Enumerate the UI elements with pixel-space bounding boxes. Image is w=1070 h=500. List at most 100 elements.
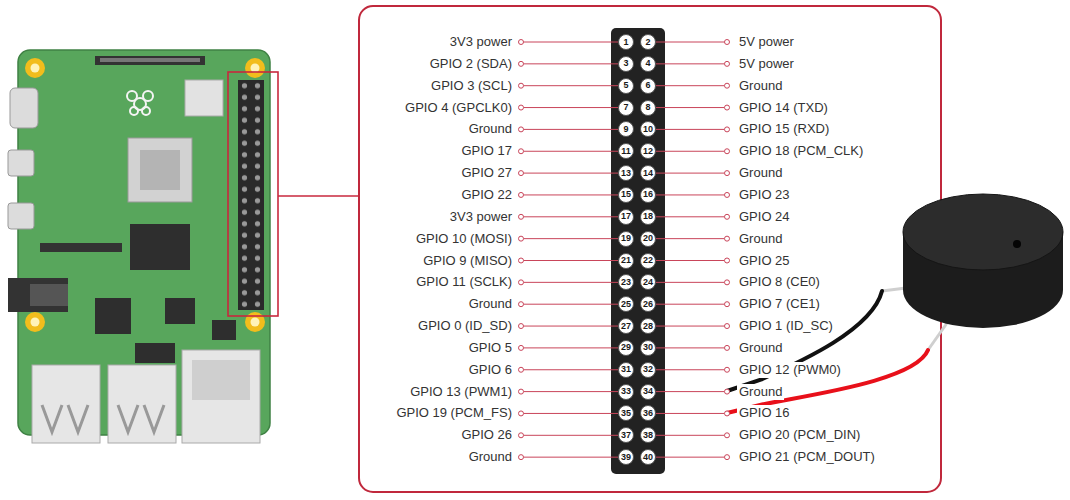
pin-name: GPIO 7 (CE1) — [737, 296, 822, 312]
leader-line — [656, 129, 725, 130]
leader-dot — [519, 389, 524, 394]
pin-number: 33 — [621, 387, 631, 396]
leader-dot — [519, 149, 524, 154]
hdmi-port — [8, 150, 34, 176]
leader-line — [656, 63, 725, 64]
leader-line — [524, 194, 619, 195]
pin-circle: 27 — [618, 318, 634, 334]
pin-name: 3V3 power — [448, 209, 514, 225]
pin-circle: 31 — [618, 362, 634, 378]
pin-name: GPIO 21 (PCM_DOUT) — [737, 449, 877, 465]
zoom-line — [278, 195, 359, 197]
pin-number: 13 — [621, 169, 631, 178]
leader-dot — [725, 345, 730, 350]
pin-circle: 14 — [640, 165, 656, 181]
leader-line — [524, 151, 619, 152]
leader-dot — [725, 258, 730, 263]
usb-c-port — [10, 88, 38, 128]
leader-line — [524, 85, 619, 86]
pin-circle: 6 — [640, 78, 656, 94]
pin-number: 18 — [643, 212, 653, 221]
leader-dot — [725, 324, 730, 329]
leader-dot — [519, 367, 524, 372]
pin-number: 2 — [645, 38, 650, 47]
mounting-hole — [251, 318, 260, 327]
chip — [165, 298, 195, 324]
pin-name: GPIO 18 (PCM_CLK) — [737, 143, 865, 159]
pin-number: 7 — [623, 103, 628, 112]
leader-line — [656, 391, 725, 392]
leader-line — [524, 413, 619, 414]
black-wire — [727, 291, 882, 391]
pin-number: 6 — [645, 81, 650, 90]
leader-line — [524, 282, 619, 283]
pin-number: 12 — [643, 147, 653, 156]
pin-number: 3 — [623, 59, 628, 68]
leader-line — [656, 85, 725, 86]
pin-name: Ground — [467, 296, 514, 312]
raspberry-logo — [143, 91, 153, 101]
pin-number: 21 — [621, 256, 631, 265]
pin-name: GPIO 22 — [459, 187, 514, 203]
leader-dot — [725, 61, 730, 66]
pin-name: GPIO 26 — [459, 427, 514, 443]
leader-line — [656, 238, 725, 239]
leader-line — [524, 347, 619, 348]
pin-number: 26 — [643, 300, 653, 309]
usb-port — [32, 365, 100, 443]
pin-circle: 33 — [618, 384, 634, 400]
leader-dot — [519, 433, 524, 438]
leader-dot — [725, 455, 730, 460]
pin-number: 10 — [643, 125, 653, 134]
pin-circle: 8 — [640, 100, 656, 116]
leader-dot — [519, 127, 524, 132]
leader-line — [656, 435, 725, 436]
pin-number: 8 — [645, 103, 650, 112]
buzzer-top — [903, 194, 1063, 270]
pin-number: 15 — [621, 190, 631, 199]
pin-name: GPIO 17 — [459, 143, 514, 159]
pin-name: GPIO 0 (ID_SD) — [416, 318, 514, 334]
poe-header — [212, 320, 236, 340]
leader-line — [524, 238, 619, 239]
ethernet-port — [192, 360, 250, 400]
leader-dot — [725, 367, 730, 372]
usb-port — [108, 365, 176, 443]
leader-dot — [725, 40, 730, 45]
raspberry-logo — [127, 91, 137, 101]
pin-number: 35 — [621, 409, 631, 418]
pin-circle: 1 — [618, 34, 634, 50]
leader-line — [656, 216, 725, 217]
pin-number: 11 — [621, 147, 631, 156]
pin-name: GPIO 12 (PWM0) — [737, 362, 843, 378]
pin-number: 37 — [621, 431, 631, 440]
leader-dot — [519, 105, 524, 110]
highlight-box — [228, 72, 278, 316]
hdmi-port — [8, 203, 34, 229]
pin-name: GPIO 19 (PCM_FS) — [394, 405, 514, 421]
leader-dot — [519, 345, 524, 350]
pin-name: Ground — [737, 231, 784, 247]
pin-name: 5V power — [737, 34, 796, 50]
leader-line — [656, 194, 725, 195]
mounting-hole — [245, 312, 265, 332]
pin-number: 39 — [621, 453, 631, 462]
pin-name: 5V power — [737, 56, 796, 72]
pin-name: Ground — [467, 449, 514, 465]
leader-dot — [725, 127, 730, 132]
leader-dot — [725, 192, 730, 197]
leader-line — [656, 347, 725, 348]
pin-circle: 13 — [618, 165, 634, 181]
leader-line — [524, 129, 619, 130]
pin-number: 31 — [621, 365, 631, 374]
pin-name: GPIO 3 (SCL) — [429, 78, 514, 94]
leader-line — [524, 369, 619, 370]
leader-dot — [519, 236, 524, 241]
pin-name: 3V3 power — [448, 34, 514, 50]
leader-line — [524, 216, 619, 217]
pin-header — [611, 28, 665, 474]
pin-number: 5 — [623, 81, 628, 90]
pin-number: 40 — [643, 453, 653, 462]
leader-dot — [519, 171, 524, 176]
raspberry-logo — [130, 107, 138, 115]
